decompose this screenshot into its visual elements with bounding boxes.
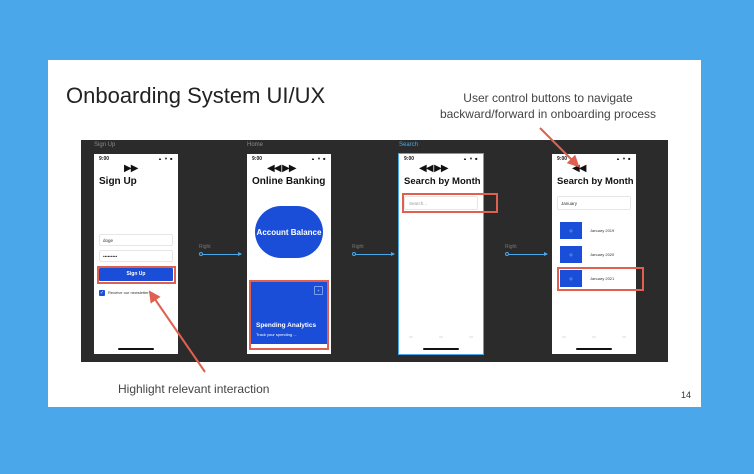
signal-wifi-battery-icon: ▲ ▼ ■ [462,156,478,161]
status-bar: 9:00 ▲ ▼ ■ [99,156,173,162]
tab-home-icon[interactable]: ▭ [562,334,566,339]
frame-signup[interactable]: 9:00 ▲ ▼ ■ ▶▶ Sign Up doge ••••••••• Sig… [94,154,178,354]
presentation-slide: Onboarding System UI/UX User control but… [48,60,701,407]
bottom-tab-bar: ▭ ▭ ▭ [562,334,626,340]
screen-title: Search by Month [404,176,481,187]
status-time: 9:00 [252,156,263,162]
signal-wifi-battery-icon: ▲ ▼ ■ [157,156,173,161]
signal-wifi-battery-icon: ▲ ▼ ■ [310,156,326,161]
month-label: January 2020 [590,252,615,257]
back-forward-nav-icon[interactable]: ◀◀ ▶▶ [419,163,449,174]
forward-nav-icon[interactable]: ▶▶ [124,163,138,174]
frame-home[interactable]: 9:00 ▲ ▼ ■ ◀◀ ▶▶ Online Banking Account … [247,154,331,354]
back-forward-nav-icon[interactable]: ◀◀ ▶▶ [267,163,297,174]
screen-title: Sign Up [99,176,137,187]
month-label: January 2021 [590,276,615,281]
month-search-input[interactable]: Search... [404,196,478,210]
status-time: 9:00 [99,156,110,162]
screen-title: Search by Month [557,176,634,187]
status-bar: 9:00 ▲ ▼ ■ [404,156,478,162]
slide-title: Onboarding System UI/UX [66,83,326,108]
screen-title: Online Banking [252,176,326,187]
tab-search-icon[interactable]: ▭ [592,334,596,339]
spending-analytics-subtitle: Track your spending ... [256,332,297,337]
highlight-search-field [402,193,498,213]
status-bar: 9:00 ▲ ▼ ■ [252,156,326,162]
frame-label-home[interactable]: Home [247,142,264,148]
list-item[interactable]: ◇ January 2019 [560,222,630,239]
tab-profile-icon[interactable]: ▭ [622,334,626,339]
frame-label-signup[interactable]: Sign Up [94,142,116,148]
flow-connector[interactable] [352,252,395,256]
trigger-label: Right [199,244,211,250]
tab-profile-icon[interactable]: ▭ [469,334,473,339]
list-item[interactable]: ◇ January 2021 [560,270,630,287]
status-bar: 9:00 ▲ ▼ ■ [557,156,631,162]
status-time: 9:00 [557,156,568,162]
highlight-signup-button [97,266,176,284]
newsletter-label: Receive our newsletter [108,290,149,295]
month-thumbnail: ◇ [560,270,582,287]
list-item[interactable]: ◇ January 2020 [560,246,630,263]
account-balance-label: Account Balance [256,227,322,237]
month-thumbnail: ◇ [560,246,582,263]
month-search-input[interactable]: January [557,196,631,210]
newsletter-checkbox[interactable]: ✓ [99,290,105,296]
flow-connector[interactable] [505,252,548,256]
username-field[interactable]: doge [99,234,173,246]
flow-connector[interactable] [199,252,242,256]
signup-button[interactable]: Sign Up [99,268,173,281]
bottom-tab-bar: ▭ ▭ ▭ [409,334,473,340]
chart-icon: + [314,286,323,295]
month-label: January 2019 [590,228,615,233]
home-indicator [118,348,154,350]
spending-analytics-card[interactable]: + Spending Analytics Track your spending… [251,282,327,344]
account-balance-card[interactable]: Account Balance [255,206,323,258]
prototype-canvas: Sign Up Home Search 9:00 ▲ ▼ ■ ▶▶ Sign U… [81,140,668,362]
frame-search-results[interactable]: 9:00 ▲ ▼ ■ ◀◀ Search by Month January ◇ … [552,154,636,354]
highlight-analytics-card [249,280,329,350]
trigger-label: Right [505,244,517,250]
annotation-navigation-note: User control buttons to navigate backwar… [439,91,657,121]
tab-home-icon[interactable]: ▭ [409,334,413,339]
signal-wifi-battery-icon: ▲ ▼ ■ [615,156,631,161]
page-number: 14 [680,390,691,400]
trigger-label: Right [352,244,364,250]
month-thumbnail: ◇ [560,222,582,239]
frame-label-search[interactable]: Search [399,142,419,148]
back-nav-icon[interactable]: ◀◀ [572,163,586,174]
tab-search-icon[interactable]: ▭ [439,334,443,339]
home-indicator [423,348,459,350]
frame-search[interactable]: 9:00 ▲ ▼ ■ ◀◀ ▶▶ Search by Month Search.… [398,153,484,355]
password-field[interactable]: ••••••••• [99,250,173,262]
home-indicator [576,348,612,350]
annotation-highlight-note: Highlight relevant interaction [118,382,270,396]
spending-analytics-title: Spending Analytics [256,322,317,329]
highlight-month-item [557,267,644,291]
status-time: 9:00 [404,156,415,162]
